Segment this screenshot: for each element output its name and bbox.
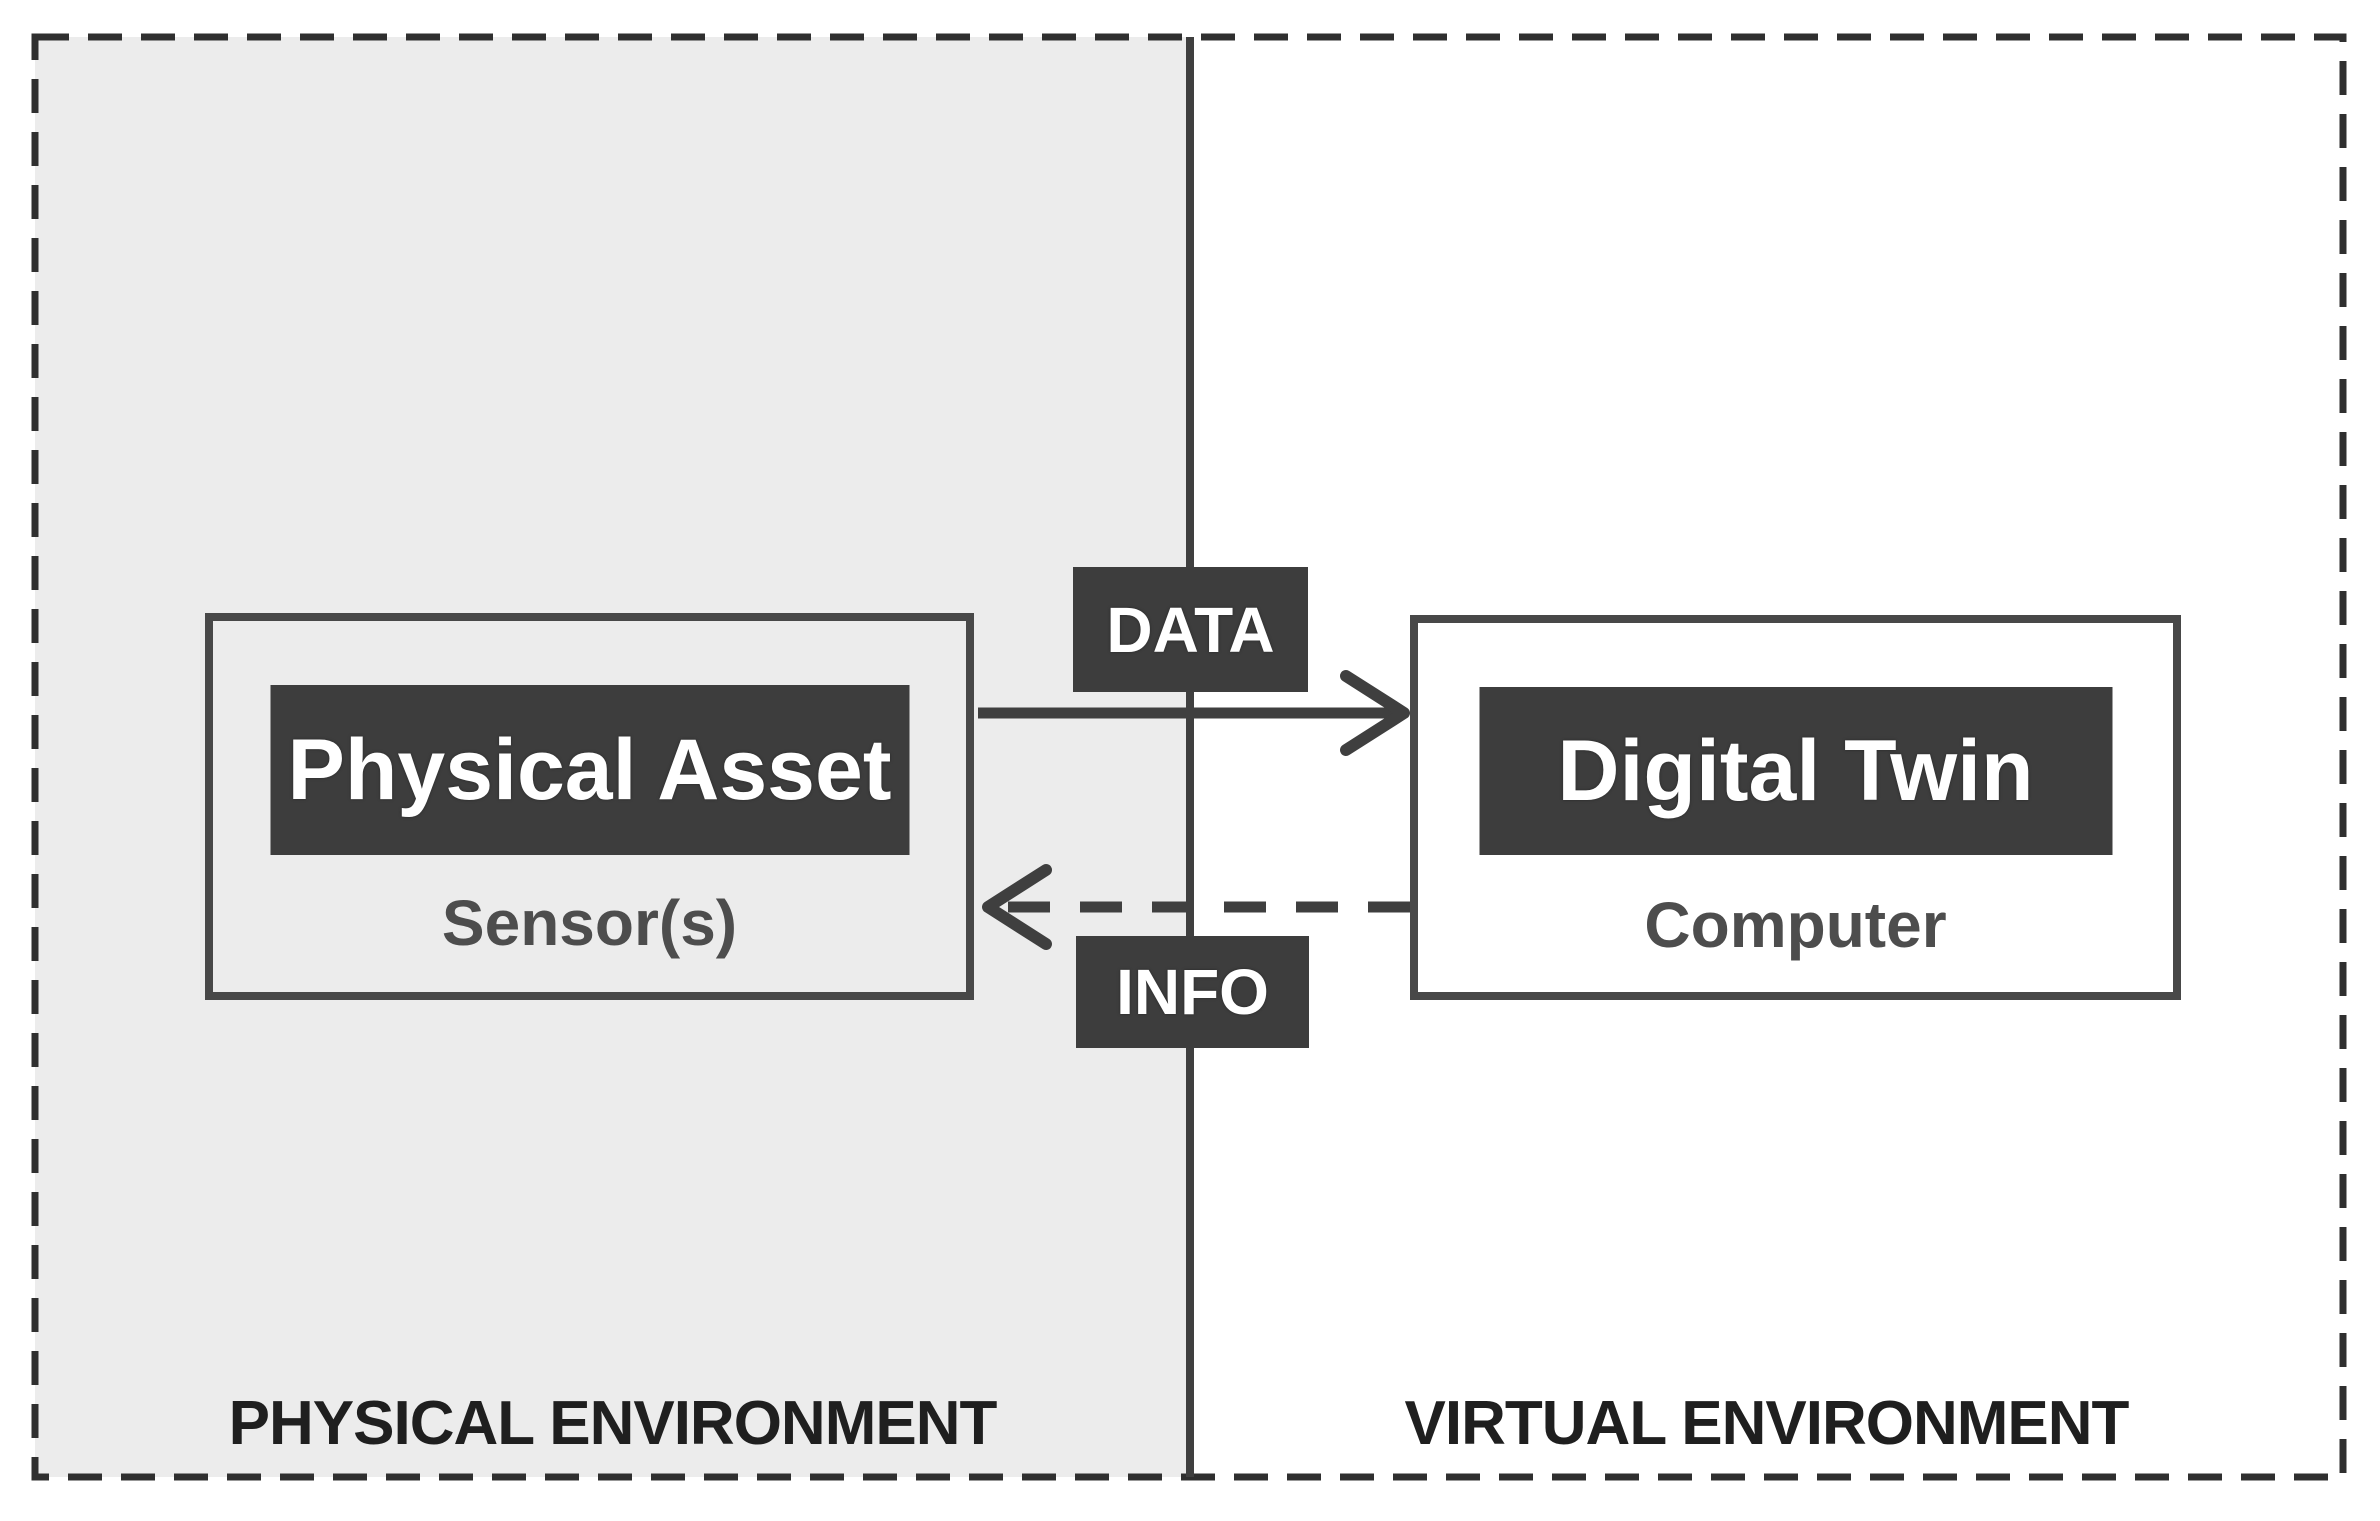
data-flow-tag: DATA <box>1073 567 1308 692</box>
digital-twin-box: Digital Twin Computer <box>1410 615 2181 1000</box>
physical-asset-subtitle: Sensor(s) <box>441 887 738 959</box>
info-flow-tag: INFO <box>1076 936 1309 1048</box>
physical-asset-box: Physical Asset Sensor(s) <box>205 613 974 1000</box>
digital-twin-subtitle: Computer <box>1644 889 1947 961</box>
physical-environment-label: PHYSICAL ENVIRONMENT <box>228 1389 998 1458</box>
virtual-environment-label: VIRTUAL ENVIRONMENT <box>1404 1389 2130 1458</box>
data-arrowhead-icon <box>1340 670 1410 756</box>
digital-twin-title-plate: Digital Twin <box>1479 687 2112 855</box>
physical-asset-title-plate: Physical Asset <box>270 685 909 855</box>
